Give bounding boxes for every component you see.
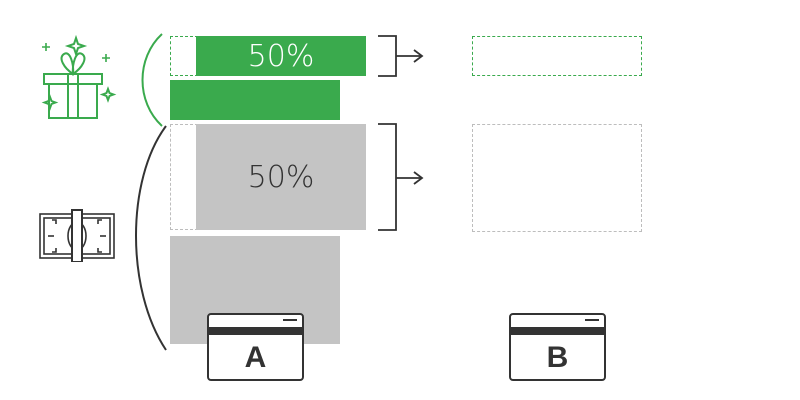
money-percent-label: 50%	[247, 159, 315, 195]
gift-transfer-dashed-slot	[170, 36, 198, 76]
money-transfer-arrow	[378, 123, 424, 231]
gift-remaining-bar	[170, 80, 340, 120]
card-b-label: B	[546, 341, 569, 374]
card-chip-line	[585, 319, 599, 321]
gift-percent-label: 50%	[247, 38, 315, 74]
card-stripe	[209, 327, 302, 335]
account-card-a: A	[207, 313, 304, 381]
money-transfer-bar: 50%	[196, 124, 366, 230]
source-brackets	[135, 33, 167, 351]
money-bracket	[135, 125, 167, 351]
account-card-b: B	[509, 313, 606, 381]
gift-transfer-bar: 50%	[196, 36, 366, 76]
card-stripe	[511, 327, 604, 335]
gift-transfer-arrow	[378, 35, 424, 77]
money-target-slot	[472, 124, 642, 232]
transfer-arrows	[378, 35, 424, 231]
card-chip-line	[283, 319, 297, 321]
gift-bracket	[141, 33, 163, 127]
card-a-label: A	[244, 341, 267, 374]
banknote-icon	[39, 209, 115, 262]
gift-icon	[41, 34, 117, 119]
gift-target-slot	[472, 36, 642, 76]
money-transfer-dashed-slot	[170, 124, 198, 230]
